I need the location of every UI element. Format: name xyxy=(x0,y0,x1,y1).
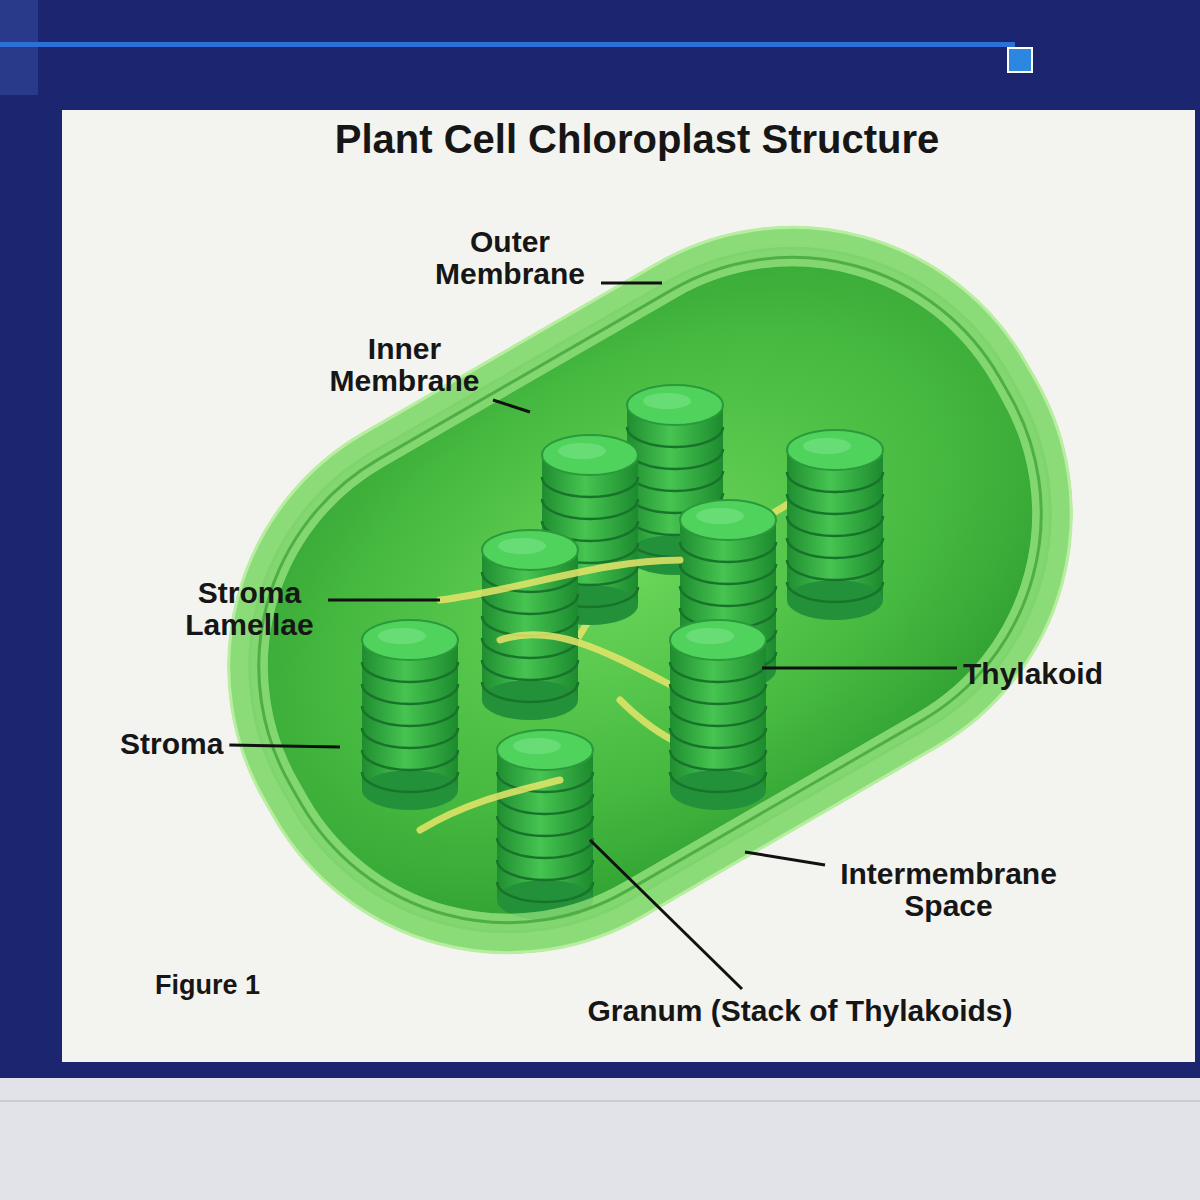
granum xyxy=(482,530,578,720)
leader-line xyxy=(328,599,440,602)
handle-square xyxy=(1008,48,1032,72)
chloroplast xyxy=(129,128,1171,1053)
outer-membrane-rim xyxy=(156,155,1143,1025)
part-label: Thylakoid xyxy=(963,658,1103,690)
figure-title: Plant Cell Chloroplast Structure xyxy=(335,118,940,160)
leader-line xyxy=(601,282,662,285)
granum xyxy=(362,620,458,810)
lamella xyxy=(440,560,680,600)
leader-line xyxy=(229,745,340,747)
part-label: Inner Membrane xyxy=(322,333,487,396)
part-label: Intermembrane Space xyxy=(831,858,1066,921)
part-label: Stroma xyxy=(120,728,223,760)
leader-line xyxy=(745,852,825,865)
figure-caption: Figure 1 xyxy=(155,971,260,999)
outer-membrane xyxy=(129,128,1171,1053)
membrane-rims xyxy=(130,129,1169,1051)
part-label: Stroma Lamellae xyxy=(177,577,322,640)
granum xyxy=(787,430,883,620)
inner-membrane-line xyxy=(171,170,1128,1010)
granum xyxy=(670,620,766,810)
granum xyxy=(497,730,593,920)
leader-line xyxy=(590,840,742,989)
leader-line xyxy=(493,400,530,412)
part-label: Outer Membrane xyxy=(425,226,595,289)
stroma-lamellae xyxy=(420,780,560,830)
screen-panel xyxy=(0,0,38,95)
leader-line xyxy=(762,667,957,670)
screen-bottom xyxy=(0,1078,1200,1200)
outer-membrane-edge xyxy=(130,129,1169,1051)
screen-bottom-line xyxy=(0,1100,1200,1102)
figure-panel xyxy=(62,110,1195,1062)
part-label: Granum (Stack of Thylakoids) xyxy=(587,995,1012,1027)
lamella xyxy=(420,780,560,830)
screen-line xyxy=(0,42,1015,47)
